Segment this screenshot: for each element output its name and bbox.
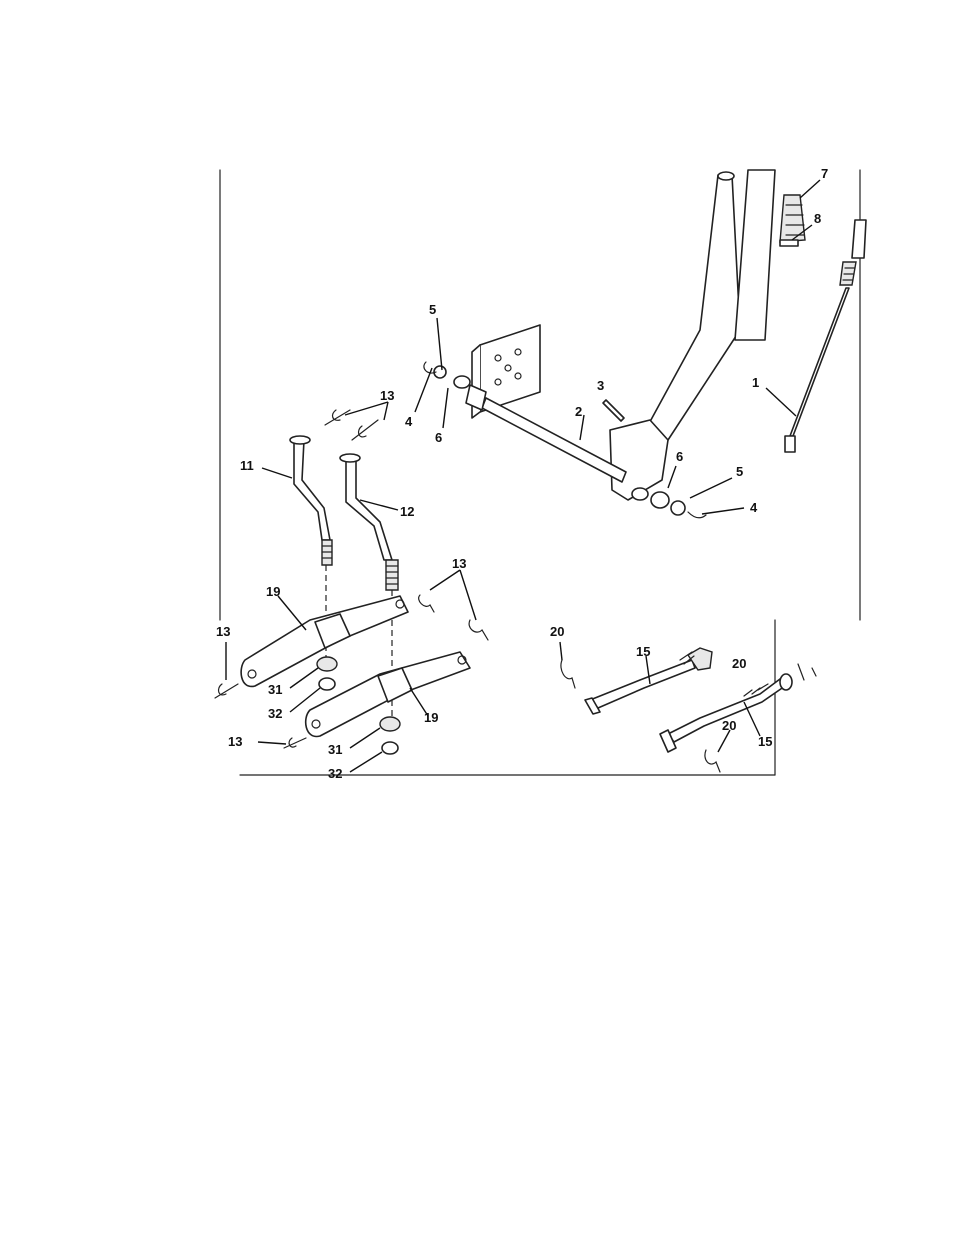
- lift-lever: [610, 172, 740, 500]
- callout-20: 20: [550, 624, 564, 639]
- callout-12: 12: [400, 504, 414, 519]
- callout-13: 13: [216, 624, 230, 639]
- callout-2: 2: [575, 404, 582, 419]
- detent-rod: [785, 220, 866, 452]
- callout-32: 32: [328, 766, 342, 781]
- callout-11: 11: [240, 458, 254, 473]
- callout-7: 7: [821, 166, 828, 181]
- callout-15: 15: [758, 734, 772, 749]
- callout-5: 5: [429, 302, 436, 317]
- callout-19: 19: [266, 584, 280, 599]
- callout-6: 6: [435, 430, 442, 445]
- callout-20: 20: [732, 656, 746, 671]
- callout-4: 4: [405, 414, 413, 429]
- callout-15: 15: [636, 644, 650, 659]
- callout-13: 13: [228, 734, 242, 749]
- callout-6: 6: [676, 449, 683, 464]
- callout-8: 8: [814, 211, 821, 226]
- callout-13: 13: [452, 556, 466, 571]
- callout-13: 13: [380, 388, 394, 403]
- callout-5: 5: [736, 464, 743, 479]
- lift-handle-tube: [735, 170, 805, 340]
- callout-31: 31: [328, 742, 342, 757]
- cotter-pin: [603, 400, 624, 421]
- callout-3: 3: [597, 378, 604, 393]
- callout-31: 31: [268, 682, 282, 697]
- callout-20: 20: [722, 718, 736, 733]
- callout-4: 4: [750, 500, 758, 515]
- adjusting-rods: [561, 648, 816, 772]
- callout-19: 19: [424, 710, 438, 725]
- callout-1: 1: [752, 375, 759, 390]
- callout-32: 32: [268, 706, 282, 721]
